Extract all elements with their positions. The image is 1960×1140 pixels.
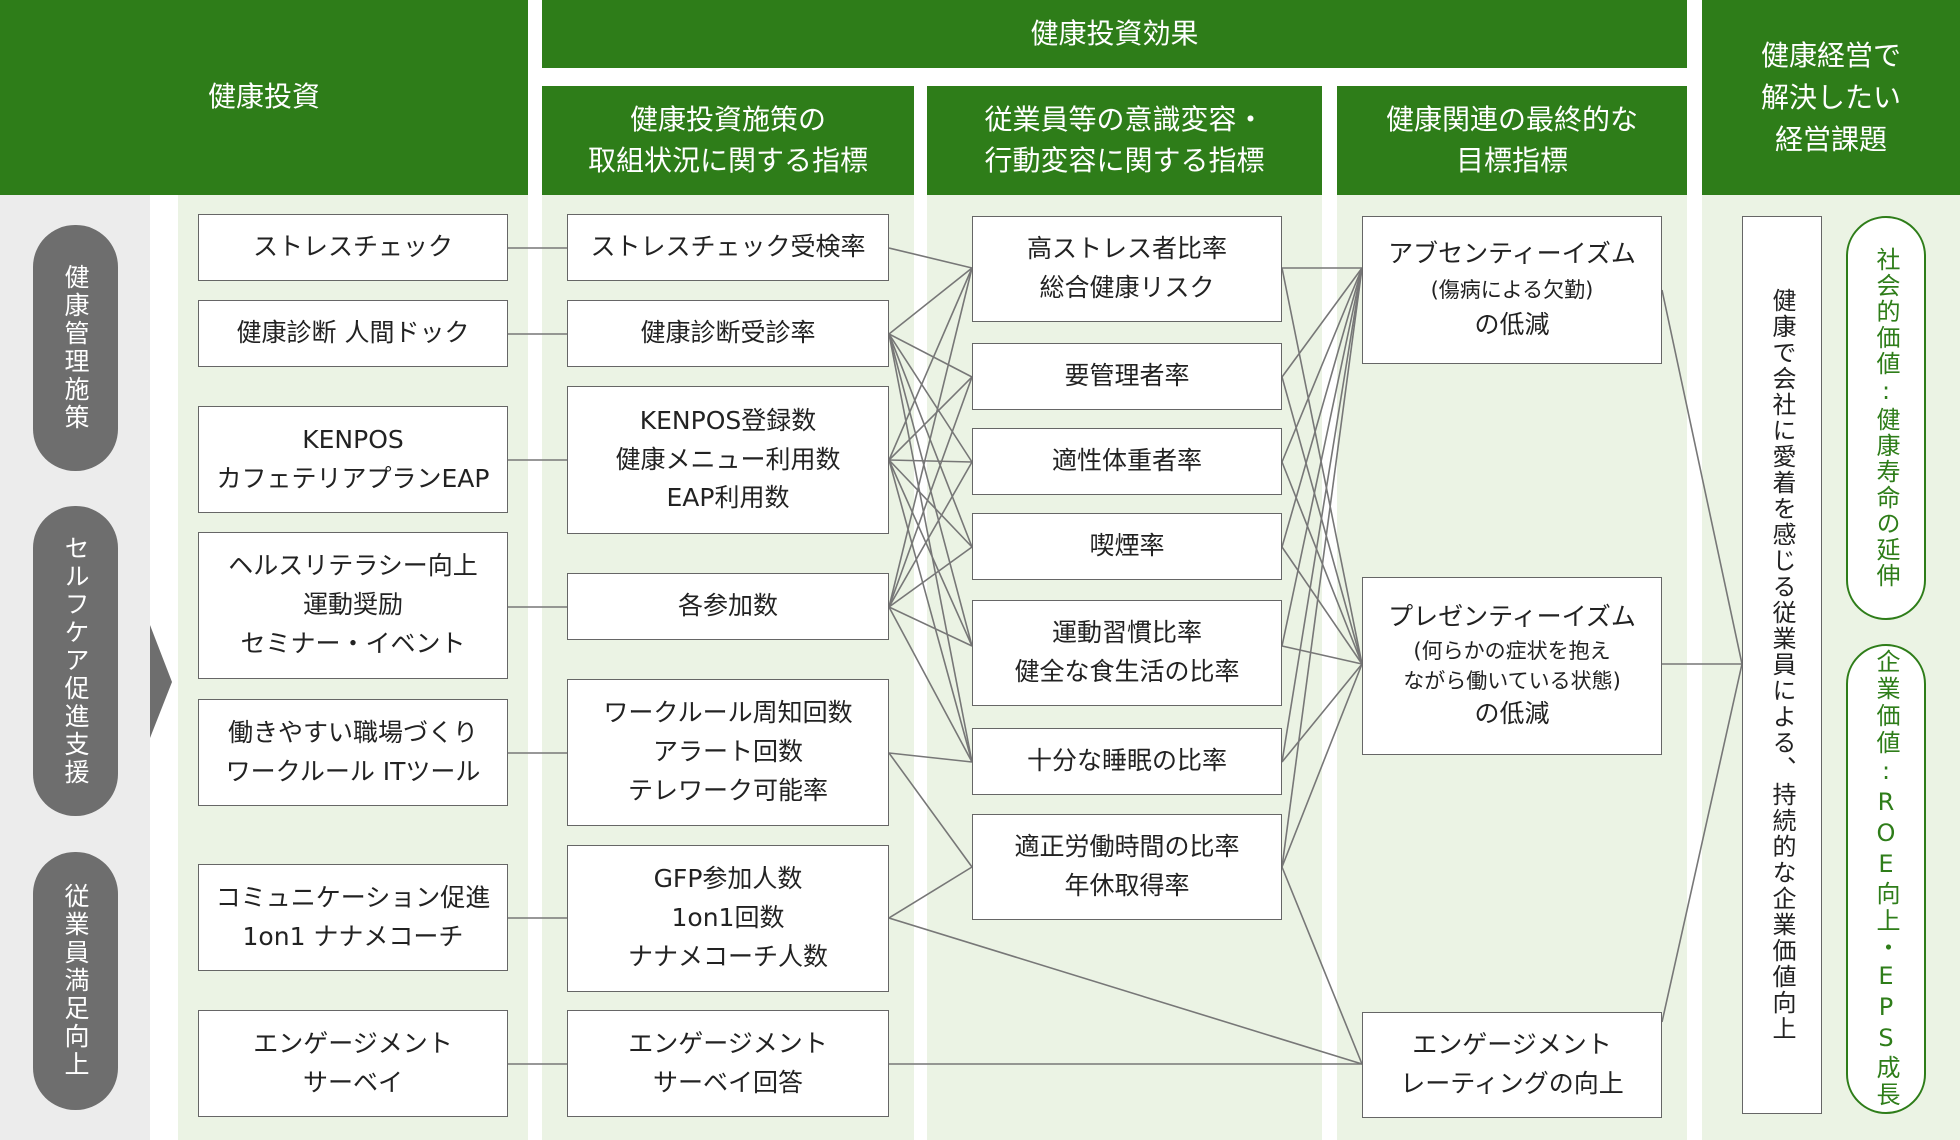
category-health-management: 健康管理施策 [33,225,118,471]
header-final-goals: 健康関連の最終的な目標指標 [1337,86,1687,195]
header-effect: 健康投資効果 [542,0,1687,68]
final-goal-engagement: エンゲージメントレーティングの向上 [1362,1012,1662,1118]
behavior-metric: 適性体重者率 [972,428,1282,495]
corporate-value-pill: 企業価値:ROE向上・EPS成長 [1846,644,1926,1114]
final-goal-absenteeism: アブセンティーイズム(傷病による欠勤)の低減 [1362,216,1662,364]
category-selfcare-support: セルフケア促進支援 [33,506,118,816]
header-behavior-metrics: 従業員等の意識変容・行動変容に関する指標 [927,86,1322,195]
behavior-metric: 高ストレス者比率総合健康リスク [972,216,1282,322]
activity-metric: エンゲージメントサーベイ回答 [567,1010,889,1117]
final-goal-presenteeism: プレゼンティーイズム(何らかの症状を抱えながら働いている状態)の低減 [1362,577,1662,755]
investment-item: 健康診断 人間ドック [198,300,508,367]
behavior-metric: 喫煙率 [972,513,1282,580]
activity-metric: 健康診断受診率 [567,300,889,367]
business-issue-box: 健康で会社に愛着を感じる従業員による、持続的な企業価値向上 [1742,216,1822,1114]
arrow-right-icon [150,625,172,738]
investment-item: ストレスチェック [198,214,508,281]
behavior-metric: 要管理者率 [972,343,1282,410]
investment-item: 働きやすい職場づくりワークルール ITツール [198,699,508,806]
header-activity-metrics: 健康投資施策の取組状況に関する指標 [542,86,914,195]
header-business-issue: 健康経営で解決したい経営課題 [1702,0,1960,195]
activity-metric: ストレスチェック受検率 [567,214,889,281]
behavior-metric: 十分な睡眠の比率 [972,728,1282,795]
header-investment: 健康投資 [0,0,528,195]
investment-item: ヘルスリテラシー向上運動奨励セミナー・イベント [198,532,508,679]
social-value-pill: 社会的価値:健康寿命の延伸 [1846,216,1926,620]
activity-metric: ワークルール周知回数アラート回数テレワーク可能率 [567,679,889,826]
activity-metric: 各参加数 [567,573,889,640]
category-employee-satisfaction: 従業員満足向上 [33,852,118,1110]
behavior-metric: 適正労働時間の比率年休取得率 [972,814,1282,920]
investment-item: エンゲージメントサーベイ [198,1010,508,1117]
behavior-metric: 運動習慣比率健全な食生活の比率 [972,600,1282,706]
